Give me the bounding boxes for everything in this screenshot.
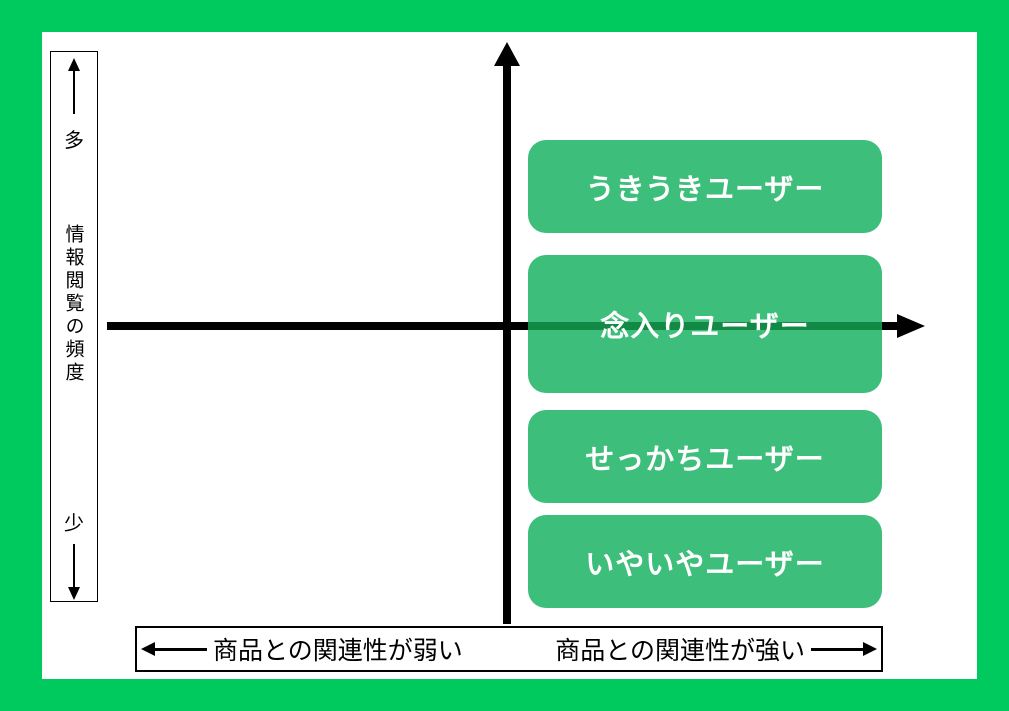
- right-arrow-stem: [811, 647, 863, 651]
- user-box-sekkachi: せっかちユーザー: [528, 410, 882, 503]
- y-axis-arrowhead-icon: [494, 42, 520, 66]
- left-arrowhead-icon: [141, 642, 155, 656]
- up-arrowhead-icon: [68, 58, 80, 71]
- x-axis-weak-label: 商品との関連性が弱い: [213, 636, 463, 665]
- down-arrow-stem: [73, 544, 75, 587]
- right-arrowhead-icon: [863, 642, 877, 656]
- user-box-label: うきうきユーザー: [585, 171, 825, 206]
- x-axis-legend-box: 商品との関連性が弱い 商品との関連性が強い: [135, 626, 883, 672]
- x-axis-segment-over-box: [528, 322, 882, 330]
- up-arrow-stem: [73, 71, 75, 114]
- y-axis-line: [503, 60, 511, 624]
- x-axis-weak-group: 商品との関連性が弱い: [141, 631, 463, 667]
- x-axis-strong-label: 商品との関連性が強い: [555, 636, 805, 665]
- y-axis-title: 情報閲覧の頻度: [62, 224, 85, 385]
- x-axis-arrowhead-icon: [897, 314, 925, 338]
- down-arrowhead-icon: [68, 587, 80, 600]
- user-box-label: いやいやユーザー: [585, 546, 825, 581]
- left-arrow-icon: [141, 642, 207, 656]
- user-box-label: 念入りユーザー: [600, 309, 810, 343]
- user-box-neniri: 念入りユーザー: [528, 255, 882, 393]
- y-axis-low-label: 少: [64, 511, 84, 535]
- user-box-ukiuki: うきうきユーザー: [528, 140, 882, 233]
- x-axis-line: [107, 322, 897, 330]
- left-arrow-stem: [155, 647, 207, 651]
- y-axis-high-label: 多: [64, 128, 84, 152]
- user-box-label: せっかちユーザー: [585, 441, 825, 476]
- right-arrow-icon: [811, 642, 877, 656]
- x-axis-strong-group: 商品との関連性が強い: [555, 631, 877, 667]
- y-axis-legend-box: 多 情報閲覧の頻度 少: [50, 51, 98, 602]
- user-box-iyaiya: いやいやユーザー: [528, 515, 882, 608]
- down-arrow-icon: [68, 544, 80, 600]
- up-arrow-icon: [68, 58, 80, 114]
